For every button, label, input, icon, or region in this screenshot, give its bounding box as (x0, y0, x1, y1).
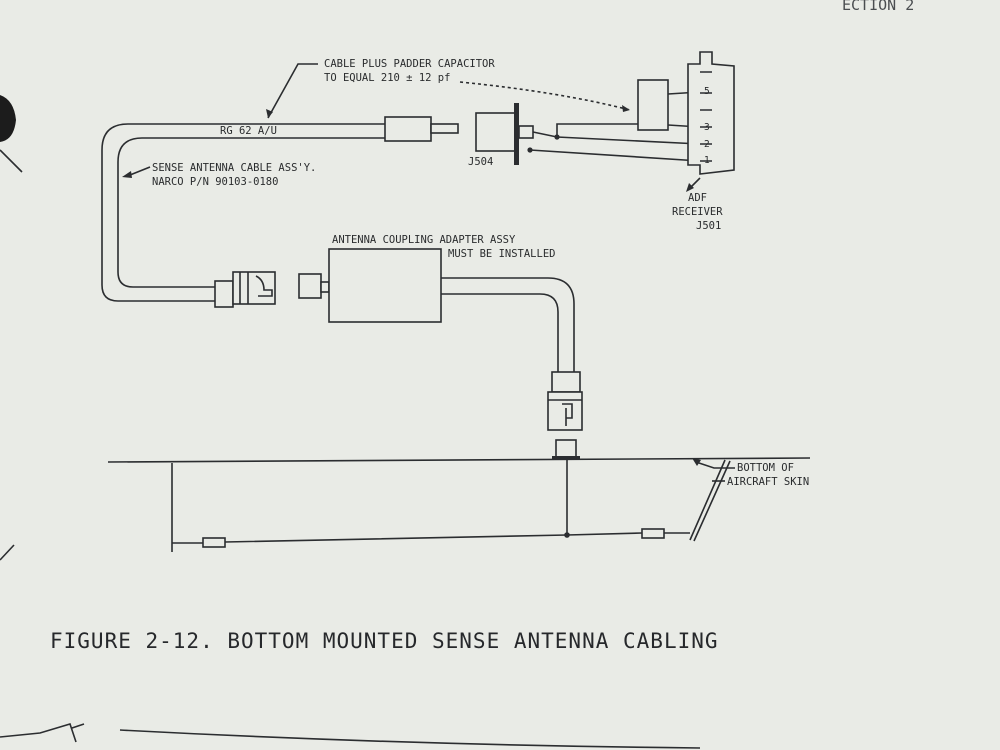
receiver-pin-ticks (700, 71, 712, 162)
receiver-label-line1: ADF (688, 192, 707, 204)
wire-to-capacitor (556, 123, 640, 137)
sense-cable-label-line1: SENSE ANTENNA CABLE ASS'Y. (152, 162, 316, 174)
antenna-insulator-right (641, 528, 665, 539)
adapter-label-line2: MUST BE INSTALLED (448, 248, 555, 260)
figure-caption: FIGURE 2-12. BOTTOM MOUNTED SENSE ANTENN… (50, 629, 719, 653)
skin-label-line2: AIRCRAFT SKIN (727, 476, 809, 488)
pin-1-label: 1 (704, 155, 710, 166)
receiver-label-line3: J501 (696, 220, 721, 232)
wire-pin1 (529, 149, 701, 162)
cable-type-label: RG 62 A/U (220, 125, 277, 137)
section-header: ECTION 2 (842, 0, 914, 14)
receiver-label-line2: RECEIVER (672, 206, 723, 218)
receiver-arrowhead (686, 183, 694, 192)
dashed-leader-arrowhead (622, 105, 630, 112)
binding-hole (0, 95, 16, 142)
bnc-plug-bayonet (239, 272, 273, 304)
bnc-plug-collar (214, 280, 234, 308)
j504-label: J504 (468, 156, 493, 168)
pin-2-label: 2 (704, 139, 710, 150)
page-edge-marks (0, 149, 23, 561)
vertical-bnc-body (547, 391, 583, 431)
adapter-input-neck (320, 281, 330, 293)
sense-cable-arrowhead (122, 171, 132, 178)
antenna-lead-junction (564, 532, 570, 538)
padder-capacitor (637, 79, 669, 131)
j504-flange (514, 103, 519, 165)
skin-feedthrough-flange (552, 456, 580, 460)
antenna-mast-right (689, 459, 731, 542)
vertical-bnc-bayonet (548, 399, 582, 426)
next-figure-fragment (0, 723, 701, 749)
cable-outer-line (101, 123, 385, 302)
adf-receiver-j501 (687, 51, 735, 175)
adapter-input-jack (298, 273, 322, 299)
capacitor-note-leader (267, 63, 318, 119)
antenna-coupling-adapter (328, 248, 442, 323)
wire-junction-bottom (527, 147, 533, 153)
adapter-cable-inner (441, 293, 559, 372)
j504-nose (518, 125, 534, 139)
capacitor-note-line1: CABLE PLUS PADDER CAPACITOR (324, 58, 495, 70)
pin-3-label: 3 (704, 122, 710, 133)
cable-end-pin (430, 123, 459, 134)
skin-label-arrowhead (692, 458, 701, 466)
skin-label-leader (695, 461, 735, 469)
vertical-bnc-collar (551, 371, 581, 393)
cable-inner-line (117, 137, 385, 288)
adapter-cable-outer (441, 277, 575, 372)
cable-end-ferrule (384, 116, 432, 142)
sense-cable-leader (129, 166, 151, 176)
pin-5-label: 5 (704, 86, 710, 97)
leader-arrowhead (266, 109, 273, 118)
adapter-label-line1: ANTENNA COUPLING ADAPTER ASSY (332, 234, 516, 246)
capacitor-note-line2: TO EQUAL 210 ± 12 pf (324, 72, 450, 84)
j504-body (475, 112, 517, 152)
skin-label-line1: BOTTOM OF (737, 462, 794, 474)
sense-cable-label-line2: NARCO P/N 90103-0180 (152, 176, 278, 188)
antenna-insulator-left (202, 537, 226, 548)
